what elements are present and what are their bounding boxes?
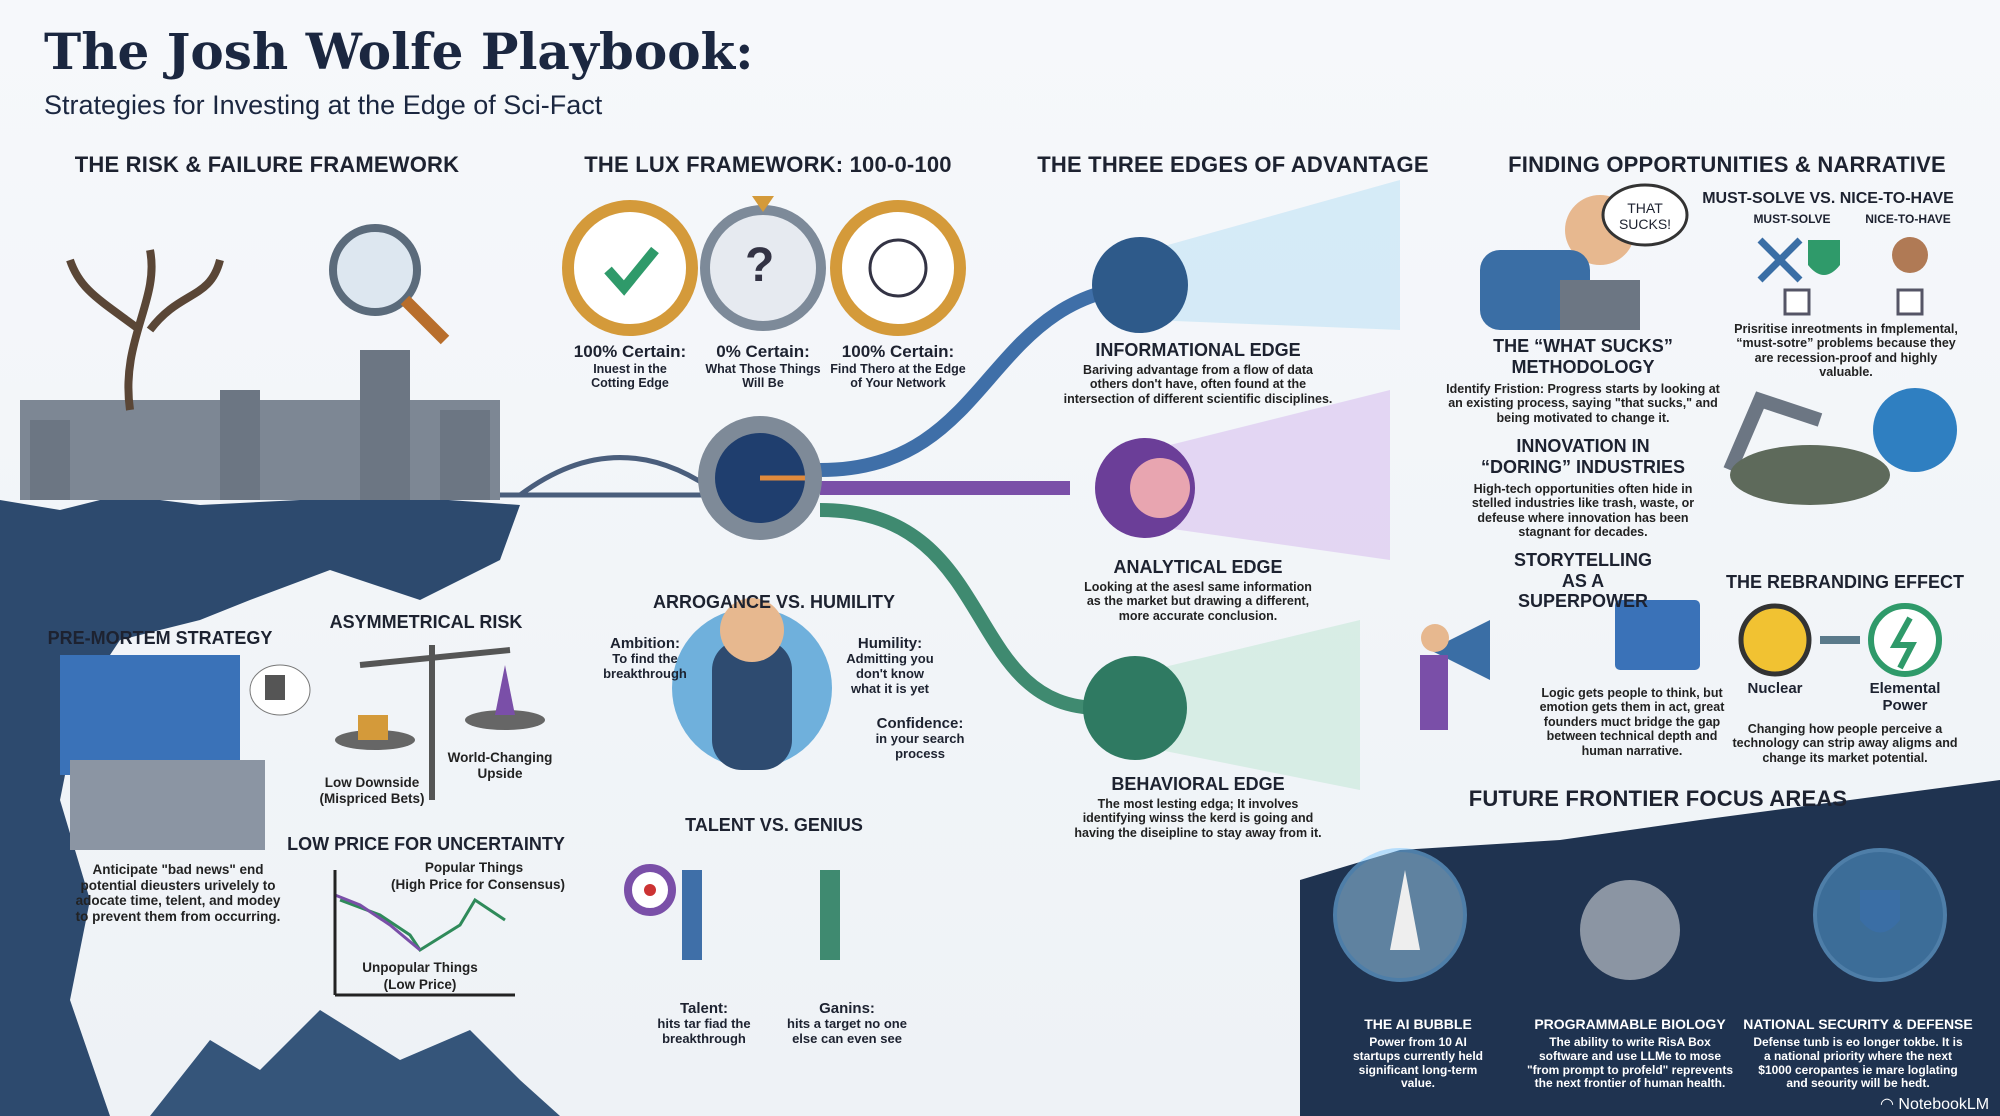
storytelling-heading: STORYTELLING AS A SUPERPOWER [1513, 550, 1652, 612]
lux-item-head: 100% Certain: [573, 342, 687, 361]
rebranding-text: Changing how people perceive a technolog… [1732, 722, 1958, 765]
what-sucks-text: Identify Fristion: Progress starts by lo… [1446, 382, 1720, 425]
elemental-power-label: Elemental Power [1869, 680, 1941, 715]
lux-item-head: 0% Certain: [716, 342, 810, 361]
informational-edge-heading: INFORMATIONAL EDGE [1095, 340, 1301, 360]
must-solve-label: MUST-SOLVE [1753, 212, 1831, 226]
brand-label: NotebookLM [1898, 1096, 1990, 1113]
storytelling-text: Logic gets people to think, but emotion … [1539, 686, 1725, 758]
humility-label: Humility:Admitting you don't know what i… [840, 635, 940, 697]
must-solve-heading: MUST-SOLVE VS. NICE-TO-HAVE [1702, 190, 1954, 207]
behavioral-edge-text: The most lesting edga; It involves ident… [1074, 797, 1322, 840]
risk-framework-heading: THE RISK & FAILURE FRAMEWORK [74, 152, 460, 177]
label-head: Humility: [857, 635, 923, 652]
what-sucks-heading: THE “WHAT SUCKS” METHODOLOGY [1493, 336, 1673, 377]
label-head: Confidence: [876, 715, 964, 732]
lux-item-sub: What Those Things Will Be [705, 361, 821, 390]
boring-industries-text: High-tech opportunities often hide in st… [1471, 482, 1695, 540]
ai-bubble-text: Power from 10 AI startups currently held… [1352, 1035, 1484, 1091]
finding-opportunities-heading: FINDING OPPORTUNITIES & NARRATIVE [1508, 152, 1946, 177]
label-text: hits a target no one else can even see [787, 1016, 907, 1047]
boring-industries-heading: INNOVATION IN “DORING” INDUSTRIES [1480, 436, 1685, 477]
ai-bubble-heading: THE AI BUBBLE [1364, 1016, 1472, 1032]
label-text: To find the breakthrough [603, 651, 687, 682]
notebooklm-logo: ◠ NotebookLM [1880, 1094, 1989, 1114]
lux-item-sub: Inuest in the Cotting Edge [591, 361, 669, 390]
label-head: Talent: [679, 1000, 729, 1017]
unpopular-things-sub: (Low Price) [383, 977, 457, 992]
informational-edge-text: Bariving advantage from a flow of data o… [1063, 363, 1333, 406]
asym-right-label: World-Changing Upside [447, 750, 553, 781]
label-text: in your search process [875, 731, 965, 762]
label-text: hits tar fiad the breakthrough [657, 1016, 751, 1047]
arrogance-heading: ARROGANCE VS. HUMILITY [652, 592, 896, 612]
lux-framework-heading: THE LUX FRAMEWORK: 100-0-100 [584, 152, 952, 177]
three-edges-heading: THE THREE EDGES OF ADVANTAGE [1037, 152, 1429, 177]
lux-item-head: 100% Certain: [841, 342, 955, 361]
lux-item-1: 100% Certain:Inuest in the Cotting Edge [570, 342, 690, 390]
lux-item-3: 100% Certain:Find Thero at the Edge of Y… [828, 342, 968, 390]
question-icon: ? [745, 239, 775, 292]
programmable-biology-heading: PROGRAMMABLE BIOLOGY [1534, 1016, 1726, 1032]
label-head: Ambition: [610, 635, 680, 652]
asym-left-label: Low Downside (Mispriced Bets) [319, 775, 425, 806]
analytical-edge-text: Looking at the asesl same information as… [1084, 580, 1312, 623]
asymmetrical-risk-heading: ASYMMETRICAL RISK [329, 612, 523, 632]
analytical-edge-heading: ANALYTICAL EDGE [1113, 557, 1283, 577]
page-title: The Josh Wolfe Playbook: [44, 22, 754, 81]
must-solve-text: Prisritise inreotments in fmplemental, “… [1734, 322, 1958, 380]
nuclear-label: Nuclear [1747, 680, 1803, 697]
page-subtitle: Strategies for Investing at the Edge of … [44, 90, 603, 120]
popular-things-sub: (High Price for Consensus) [390, 877, 566, 892]
ambition-label: Ambition:To find the breakthrough [600, 635, 690, 682]
popular-things-label: Popular Things [424, 860, 524, 875]
low-price-heading: LOW PRICE FOR UNCERTAINTY [287, 834, 565, 854]
premortem-text: Anticipate "bad news" end potential dieu… [75, 862, 281, 924]
national-security-heading: NATIONAL SECURITY & DEFENSE [1743, 1016, 1973, 1032]
nice-to-have-label: NICE-TO-HAVE [1865, 212, 1951, 226]
national-security-text: Defense tunb is eo longer tokbe. It is a… [1753, 1035, 1963, 1091]
lux-item-2: 0% Certain:What Those Things Will Be [703, 342, 823, 390]
label-head: Ganins: [819, 1000, 875, 1017]
confidence-label: Confidence:in your search process [870, 715, 970, 762]
lux-item-sub: Find Thero at the Edge of Your Network [830, 361, 966, 390]
notebooklm-icon: ◠ [1880, 1096, 1899, 1113]
rebranding-heading: THE REBRANDING EFFECT [1726, 572, 1964, 592]
genius-label: Ganins:hits a target no one else can eve… [782, 1000, 912, 1047]
that-sucks-bubble: THAT SUCKS! [1618, 200, 1672, 233]
unpopular-things-label: Unpopular Things [362, 960, 478, 975]
label-text: Admitting you don't know what it is yet [846, 651, 934, 697]
talent-label: Talent:hits tar fiad the breakthrough [644, 1000, 764, 1047]
premortem-heading: PRE-MORTEM STRATEGY [47, 628, 273, 648]
talent-genius-heading: TALENT VS. GENIUS [685, 815, 863, 835]
behavioral-edge-heading: BEHAVIORAL EDGE [1111, 774, 1285, 794]
programmable-biology-text: The ability to write RisA Box software a… [1526, 1035, 1734, 1091]
future-frontier-heading: FUTURE FRONTIER FOCUS AREAS [1468, 786, 1848, 811]
